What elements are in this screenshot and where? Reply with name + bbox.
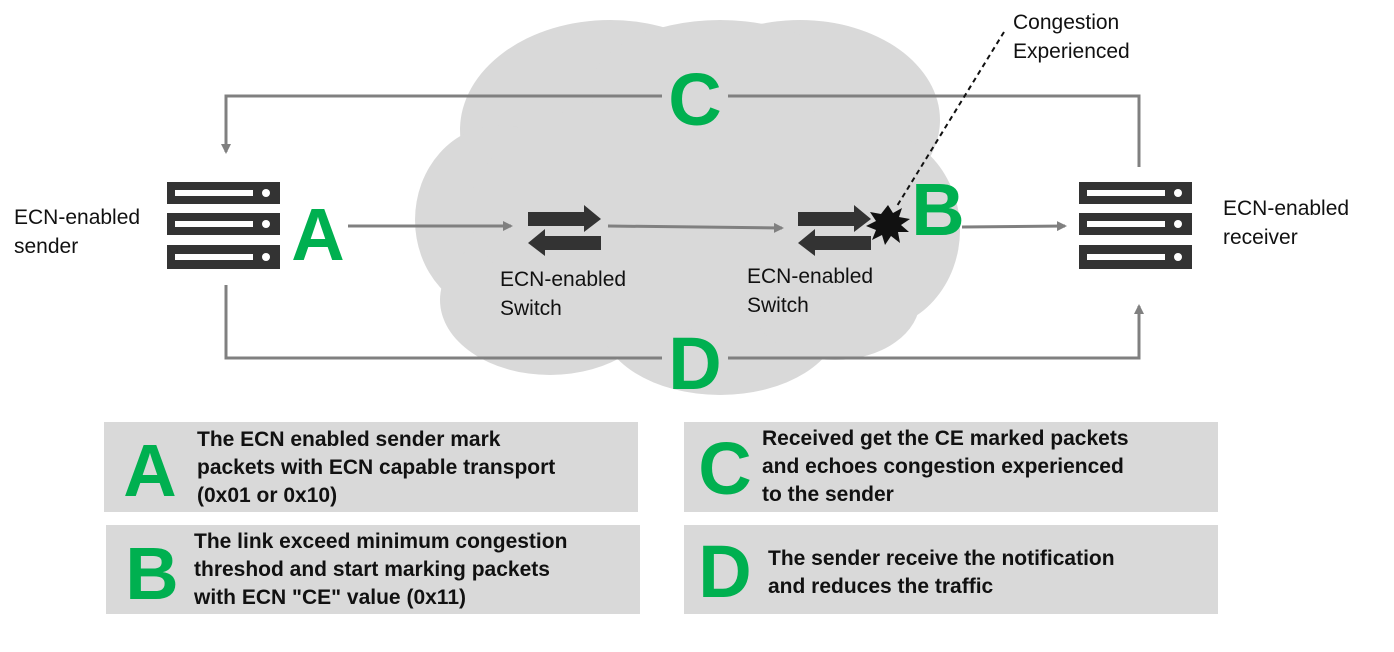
sender-label: ECN-enabled sender [14, 203, 140, 261]
note-text-c: Received get the CE marked packets and e… [762, 425, 1129, 509]
switch-1-label-line-2: Switch [500, 297, 562, 320]
flow-d-arrow [224, 285, 662, 360]
note-a-line-1: The ECN enabled sender mark [197, 428, 501, 451]
note-box-d: D The sender receive the notification an… [684, 525, 1218, 614]
note-letter-d: D [698, 530, 752, 613]
switch-1-icon [528, 205, 601, 256]
note-box-c: C Received get the CE marked packets and… [684, 422, 1218, 512]
congestion-burst-icon [866, 205, 910, 245]
note-letter-b: B [125, 532, 179, 615]
flow-c-arrow [728, 94, 1141, 167]
diagram-letter-a: A [291, 193, 345, 276]
sender-server-icon [167, 182, 280, 269]
congestion-label-line-1: Congestion [1013, 11, 1120, 34]
note-text-a: The ECN enabled sender mark packets with… [197, 426, 555, 510]
note-b-line-3: with ECN "CE" value (0x11) [194, 586, 466, 609]
flow-d-arrow-end [728, 304, 1144, 360]
note-letter-c: C [698, 427, 752, 510]
note-b-line-1: The link exceed minimum congestion [194, 530, 568, 553]
switch-2-icon [798, 205, 871, 256]
note-c-line-3: to the sender [762, 483, 894, 506]
note-a-line-2: packets with ECN capable transport [197, 456, 556, 479]
note-letter-a: A [123, 429, 177, 512]
sender-label-line-1: ECN-enabled [14, 206, 141, 229]
flow-b-arrow [961, 221, 1067, 232]
flow-c-arrow-end [221, 94, 662, 154]
note-c-line-2: and echoes congestion experienced [762, 455, 1124, 478]
note-a-line-3: (0x01 or 0x10) [197, 484, 338, 507]
note-text-b: The link exceed minimum congestion thres… [194, 528, 567, 612]
switch-link-arrow [607, 222, 784, 233]
congestion-callout-line [896, 31, 1005, 207]
switch-2-label: ECN-enabled Switch [747, 262, 873, 320]
note-b-line-2: threshod and start marking packets [194, 558, 550, 581]
note-box-b: B The link exceed minimum congestion thr… [106, 525, 640, 614]
congestion-label: Congestion Experienced [1013, 8, 1130, 66]
note-c-line-1: Received get the CE marked packets [762, 427, 1129, 450]
diagram-letter-d: D [668, 322, 722, 405]
note-box-a: A The ECN enabled sender mark packets wi… [104, 422, 638, 512]
sender-label-line-2: sender [14, 235, 79, 258]
note-d-line-2: and reduces the traffic [768, 575, 994, 598]
diagram-letter-c: C [668, 58, 722, 141]
switch-1-label-line-1: ECN-enabled [500, 268, 627, 291]
receiver-label: ECN-enabled receiver [1223, 194, 1349, 252]
switch-2-label-line-1: ECN-enabled [747, 265, 874, 288]
receiver-label-line-1: ECN-enabled [1223, 197, 1350, 220]
receiver-server-icon [1079, 182, 1192, 269]
congestion-label-line-2: Experienced [1013, 40, 1130, 63]
note-d-line-1: The sender receive the notification [768, 547, 1115, 570]
switch-2-label-line-2: Switch [747, 294, 809, 317]
receiver-label-line-2: receiver [1223, 226, 1298, 249]
note-text-d: The sender receive the notification and … [768, 545, 1115, 601]
switch-1-label: ECN-enabled Switch [500, 265, 626, 323]
diagram-letter-b: B [911, 168, 965, 251]
